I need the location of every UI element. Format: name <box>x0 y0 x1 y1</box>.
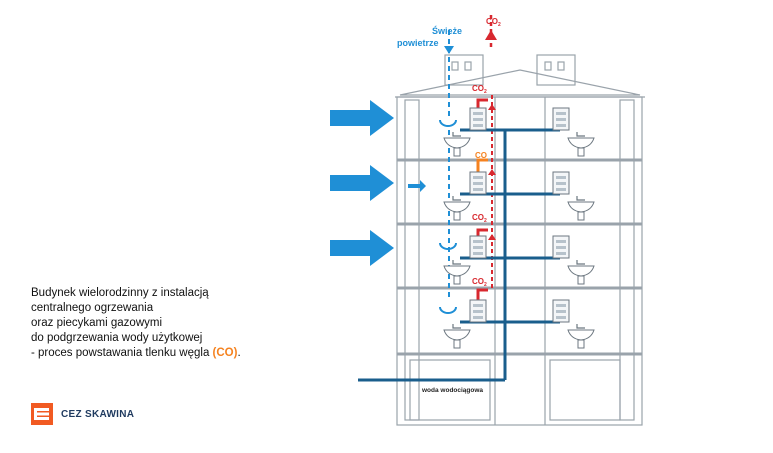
sink <box>443 259 471 285</box>
caption-line: do podgrzewania wody użytkowej <box>31 332 203 344</box>
co2-label-floor3: CO2 <box>472 213 487 224</box>
caption-text: . <box>237 347 241 359</box>
caption-line: oraz piecykami gazowymi <box>31 317 163 329</box>
air-arrow-3 <box>330 230 394 266</box>
fresh-air-label-line2: powietrze <box>397 38 439 48</box>
cez-logo-icon <box>31 403 53 425</box>
gas-heater <box>469 235 487 259</box>
air-arrow-2 <box>330 165 394 201</box>
sink <box>567 259 595 285</box>
logo-text: CEZ SKAWINA <box>61 408 135 420</box>
co2-label-floor4: CO2 <box>472 277 487 288</box>
roof <box>399 69 641 96</box>
chimney-left <box>444 54 484 86</box>
water-label: woda wodociągowa <box>421 387 483 394</box>
gas-heater <box>469 299 487 323</box>
chimney-right <box>536 54 576 86</box>
gas-heater <box>469 107 487 131</box>
co2-label-top: CO2 <box>486 17 501 28</box>
gas-heater <box>552 171 570 195</box>
gas-heater <box>552 107 570 131</box>
sink <box>443 131 471 157</box>
fresh-air-label-line1: Świeże <box>432 25 462 36</box>
air-inflow-arrows <box>330 100 394 266</box>
gas-heater <box>552 299 570 323</box>
co2-label-floor1: CO2 <box>472 84 487 95</box>
caption-line: Budynek wielorodzinny z instalacją <box>31 287 209 299</box>
caption-co-highlight: (CO) <box>212 347 238 359</box>
company-logo: CEZ SKAWINA <box>31 403 134 425</box>
fresh-air-duct <box>408 30 457 314</box>
sink <box>443 195 471 221</box>
gas-heater <box>469 171 487 195</box>
caption: Budynek wielorodzinny z instalacją centr… <box>31 286 321 361</box>
sink <box>567 131 595 157</box>
building <box>395 54 645 426</box>
sink <box>567 323 595 349</box>
gas-heater <box>552 235 570 259</box>
outer-wall <box>396 96 643 426</box>
sink <box>443 323 471 349</box>
co-label: CO <box>475 151 487 160</box>
air-arrow-1 <box>330 100 394 136</box>
right-apartments <box>552 107 595 349</box>
caption-line: - proces powstawania tlenku węgla (CO). <box>31 346 321 361</box>
caption-line: centralnego ogrzewania <box>31 302 154 314</box>
caption-text: - proces powstawania tlenku węgla <box>31 347 213 359</box>
sink <box>567 195 595 221</box>
